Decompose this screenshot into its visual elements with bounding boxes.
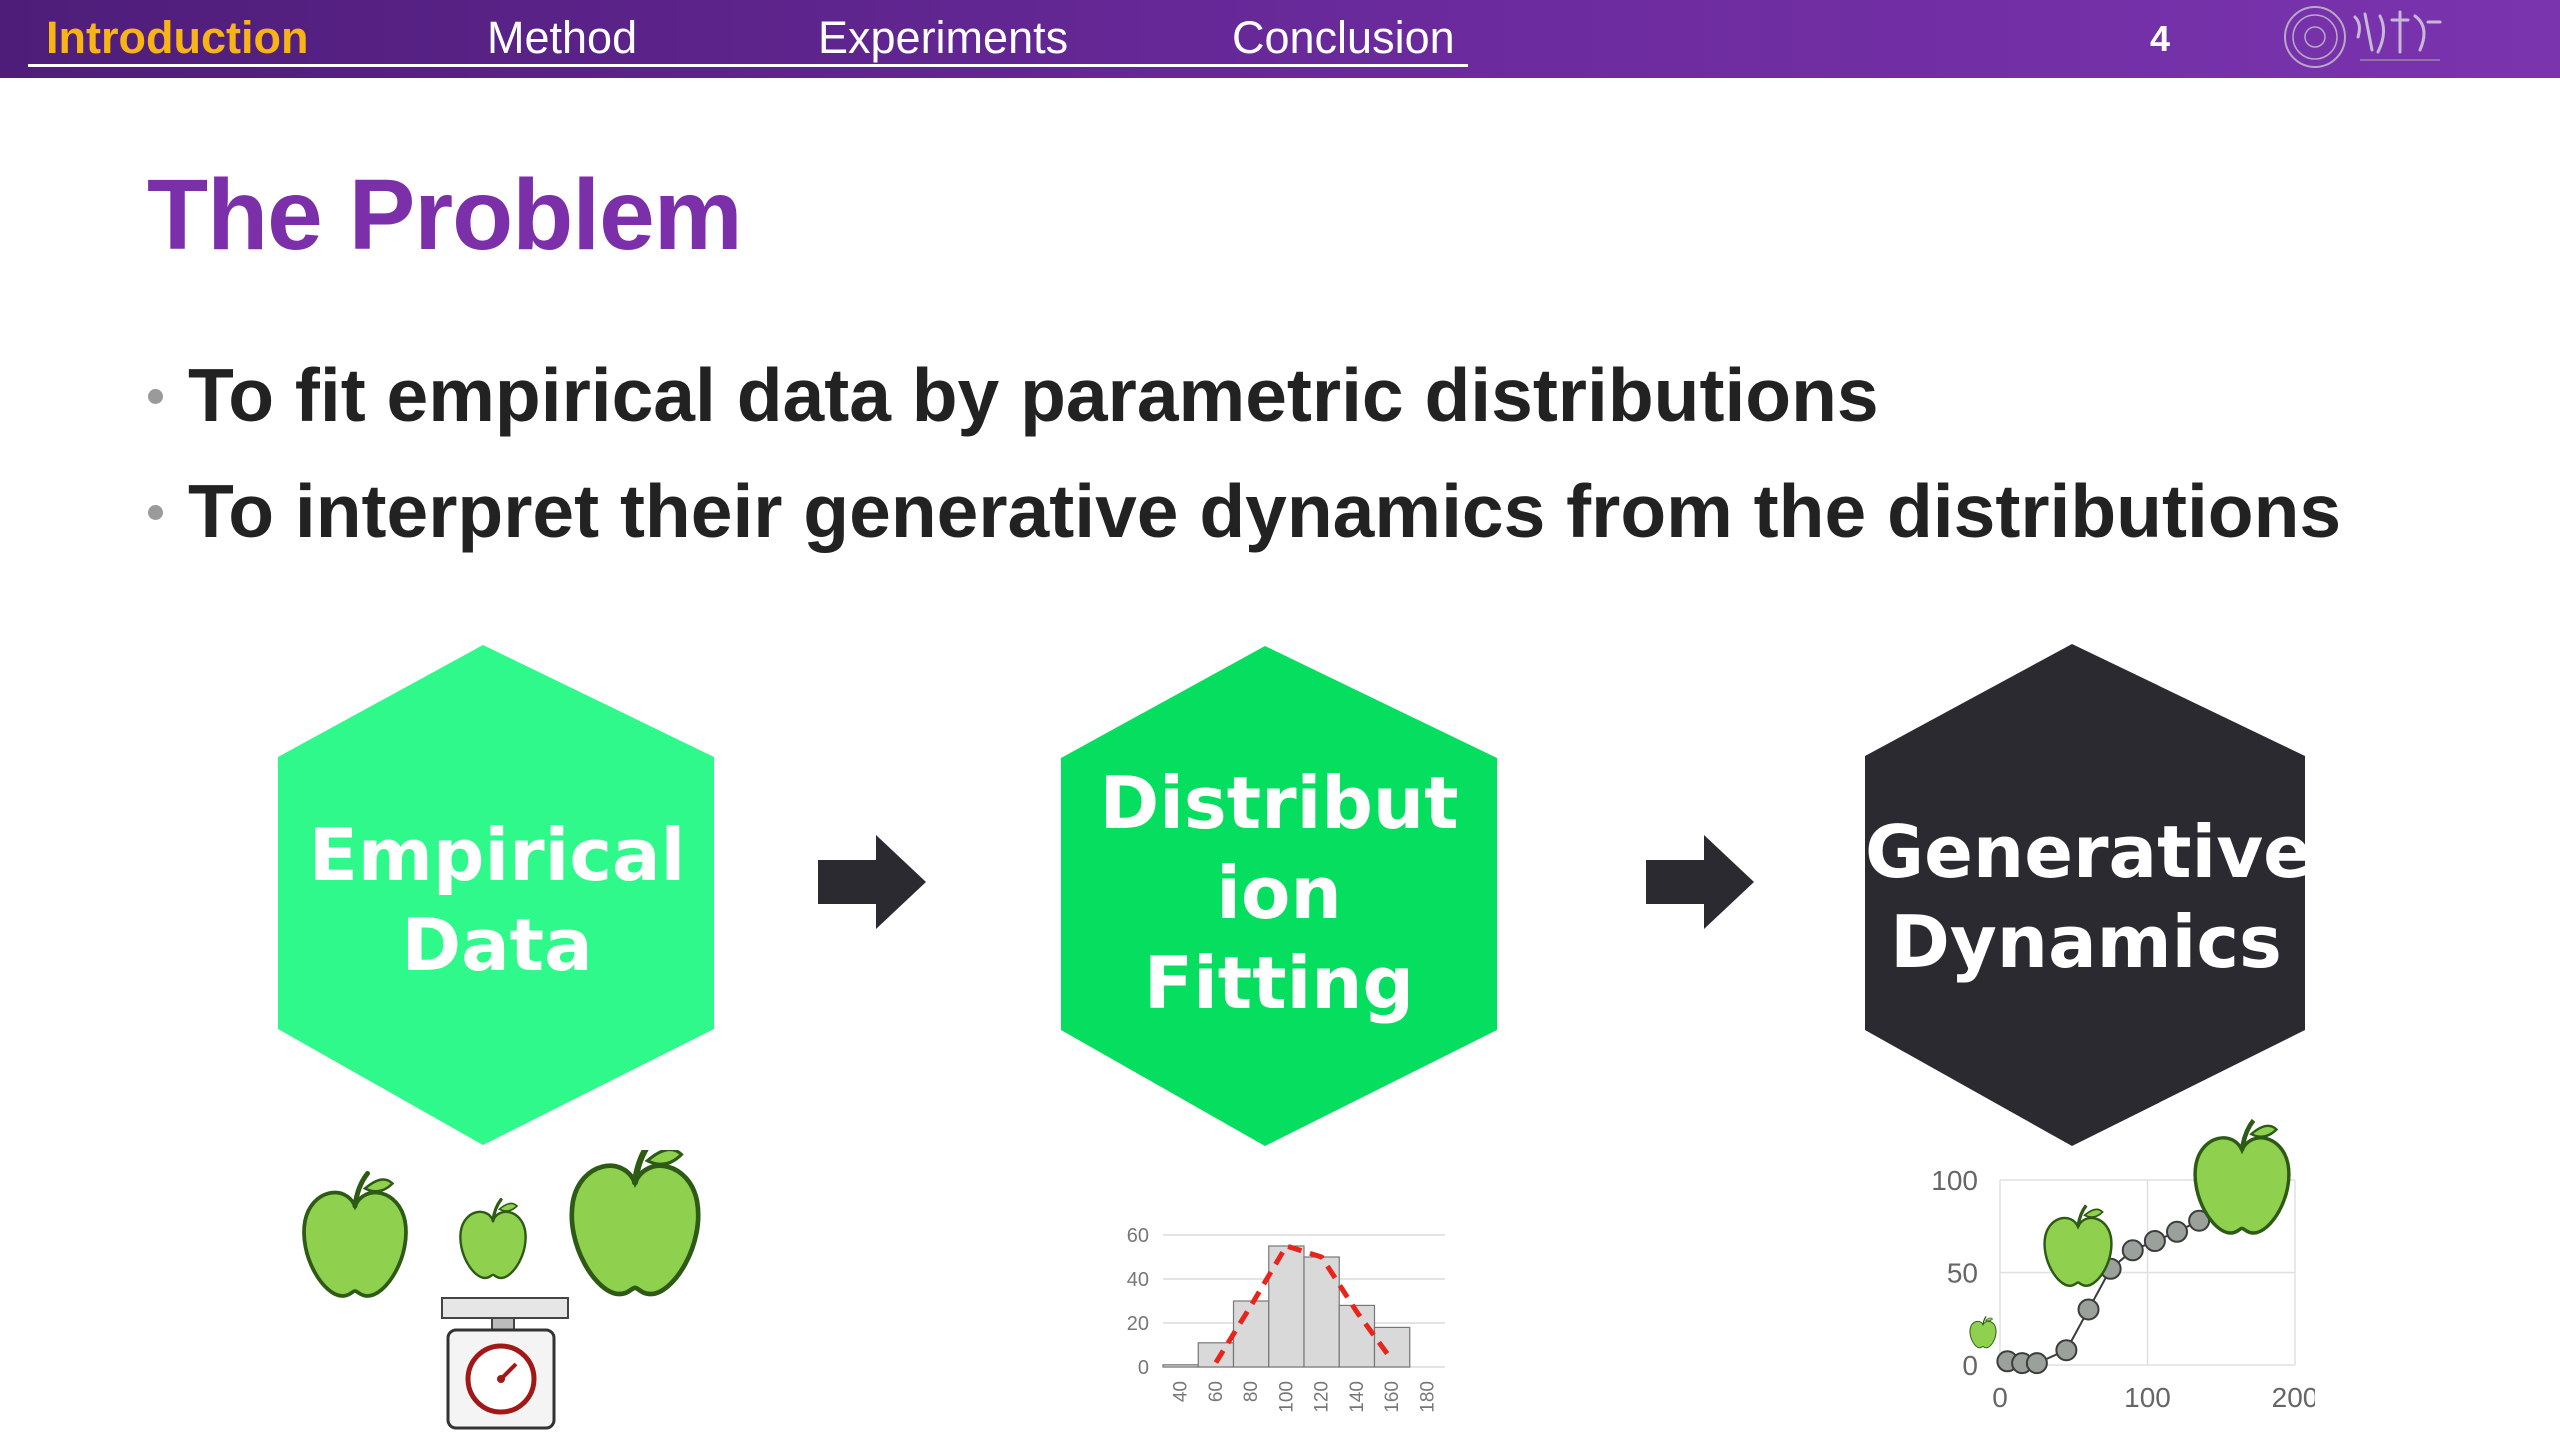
- slide-number: 4: [2150, 18, 2171, 59]
- x-tick-label: 60: [1206, 1381, 1227, 1402]
- apple-icon: [2193, 1118, 2291, 1235]
- nav-underline: [28, 64, 1468, 67]
- hexagon-label-line: Generative: [1865, 810, 2312, 894]
- x-tick-label: 200: [2272, 1382, 2315, 1413]
- bullet-item: To interpret their generative dynamics f…: [140, 461, 2341, 577]
- data-point: [2143, 1230, 2166, 1253]
- histogram-bar: [1268, 1245, 1305, 1368]
- hexagon-label: Generative Dynamics: [1865, 807, 2312, 987]
- hexagon-distribution-fitting: Distribut ion Fitting: [1061, 646, 1497, 1146]
- growth-scatter-chart: 0 50 100 0 100 200: [1931, 1118, 2315, 1413]
- arrow-right-icon: [1646, 835, 1754, 929]
- y-tick-label: 0: [1138, 1357, 1149, 1379]
- y-tick-label: 60: [1127, 1225, 1149, 1247]
- histogram-chart: 0 20 40 60 40 60 80 100 120 140 160 180: [1127, 1225, 1445, 1413]
- nav-tab-introduction[interactable]: Introduction: [46, 12, 309, 63]
- apple-body: [1969, 1320, 1997, 1349]
- bullet-item: To fit empirical data by parametric dist…: [140, 345, 2341, 461]
- scale-icon: [441, 1297, 569, 1430]
- hexagon-generative-dynamics: Generative Dynamics: [1865, 644, 2312, 1146]
- bullet-text: To fit empirical data by parametric dist…: [188, 353, 1879, 437]
- apple-leaf: [2249, 1124, 2279, 1138]
- y-tick-label: 50: [1947, 1258, 1978, 1289]
- arrow-right-icon: [818, 835, 926, 929]
- x-tick-label: 180: [1417, 1381, 1438, 1413]
- x-tick-label: 100: [2124, 1382, 2171, 1413]
- y-tick-label: 0: [1962, 1350, 1978, 1381]
- data-point: [2121, 1239, 2144, 1262]
- hexagon-label-line: Data: [401, 903, 593, 987]
- hexagon-shape: [278, 645, 714, 1145]
- x-tick-label: 120: [1312, 1381, 1333, 1413]
- apple-leaf: [1984, 1317, 1994, 1322]
- slide-title: The Problem: [147, 159, 743, 271]
- apple-icon: [2043, 1204, 2113, 1288]
- bullet-marker: [148, 505, 163, 520]
- hexagon-label-line: Empirical: [308, 813, 686, 897]
- apple-body: [2043, 1216, 2113, 1288]
- data-point: [2055, 1339, 2078, 1362]
- bullet-list: To fit empirical data by parametric dist…: [140, 345, 2341, 577]
- y-tick-label: 40: [1127, 1269, 1149, 1291]
- data-point: [2025, 1352, 2048, 1375]
- nav-tab-experiments[interactable]: Experiments: [818, 12, 1069, 63]
- hexagon-label-line: Dynamics: [1890, 900, 2282, 984]
- apple-icon: [572, 1150, 698, 1294]
- x-tick-label: 160: [1382, 1381, 1403, 1413]
- histogram-bar: [1232, 1300, 1270, 1368]
- bullet-marker: [148, 389, 163, 404]
- hexagon-shape: [1061, 646, 1497, 1146]
- apple-stem: [2239, 1118, 2256, 1151]
- x-tick-label: 80: [1241, 1381, 1262, 1402]
- apple-icon: [304, 1174, 406, 1297]
- data-point: [2166, 1220, 2188, 1243]
- nav-bar: Introduction Method Experiments Conclusi…: [0, 0, 2560, 78]
- hexagon-label-line: Distribut: [1099, 761, 1459, 845]
- apple-leaf: [2083, 1208, 2104, 1218]
- hexagon-empirical-data: Empirical Data: [278, 645, 716, 1145]
- university-logo-icon: [2284, 6, 2442, 68]
- fit-curve: [1213, 1243, 1395, 1364]
- y-tick-label: 100: [1931, 1165, 1978, 1196]
- nav-tab-method[interactable]: Method: [487, 12, 638, 63]
- x-tick-label: 100: [1276, 1381, 1297, 1413]
- histogram-bar: [1197, 1342, 1235, 1368]
- apple-body: [2193, 1136, 2291, 1235]
- hexagon-label: Empirical Data: [278, 810, 716, 990]
- hexagon-label: Distribut ion Fitting: [1061, 758, 1497, 1028]
- data-point: [2077, 1298, 2100, 1321]
- hexagon-label-line: Fitting: [1143, 941, 1415, 1025]
- apple-icon: [458, 1197, 528, 1280]
- y-tick-label: 20: [1127, 1313, 1149, 1335]
- bullet-text: To interpret their generative dynamics f…: [188, 469, 2342, 553]
- x-tick-label: 140: [1347, 1381, 1368, 1413]
- apples-scale-illustration: [300, 1150, 720, 1430]
- histogram-bar: [1162, 1364, 1199, 1368]
- apple-icon: [1969, 1316, 1997, 1349]
- hexagon-label-line: ion: [1216, 851, 1342, 935]
- x-tick-label: 40: [1171, 1381, 1192, 1402]
- x-tick-label: 0: [1992, 1382, 2008, 1413]
- apple-stem: [2076, 1204, 2088, 1227]
- apple-stem: [1982, 1316, 1987, 1325]
- hexagon-shape: [1865, 644, 2305, 1146]
- nav-tab-conclusion[interactable]: Conclusion: [1232, 12, 1455, 63]
